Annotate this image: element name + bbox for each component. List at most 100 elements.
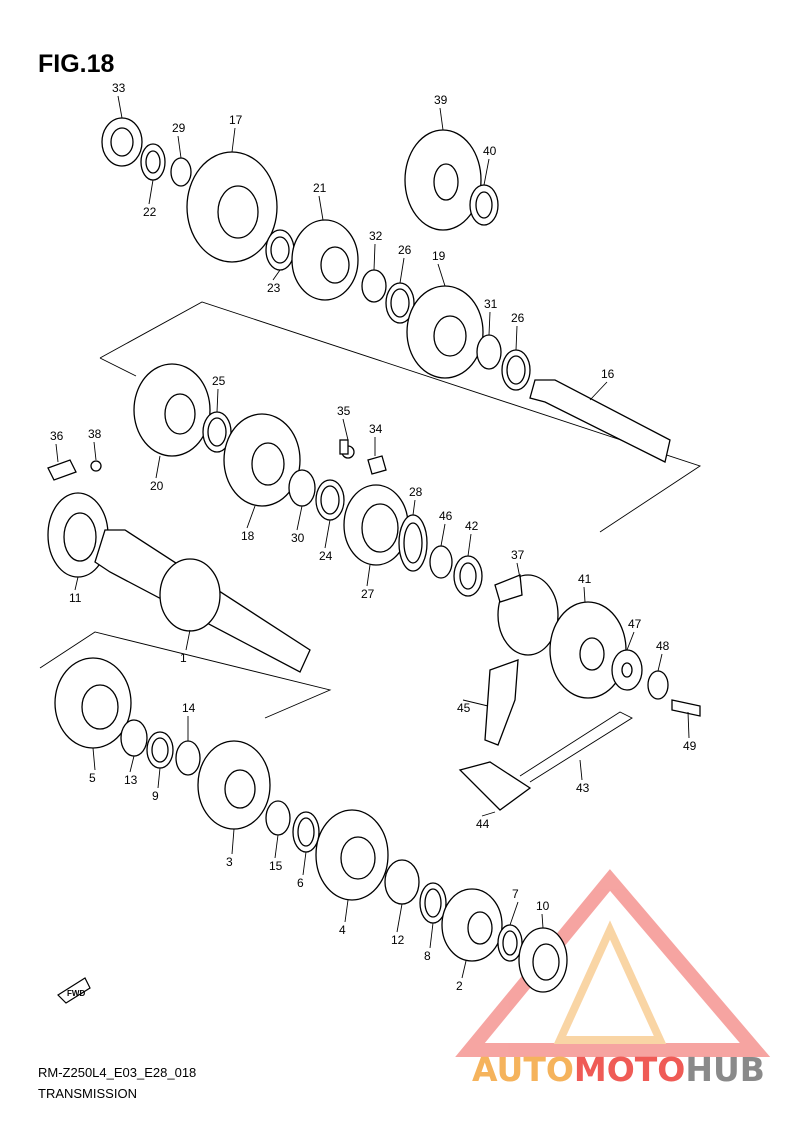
callout-number: 22: [143, 205, 157, 219]
callout-number: 20: [150, 479, 164, 493]
leader-line: [481, 811, 496, 817]
callout-number: 23: [267, 281, 281, 295]
callout-number: 32: [369, 229, 383, 243]
leader-line: [55, 443, 59, 463]
leader-line: [488, 311, 491, 336]
footer-code: RM-Z250L4_E03_E28_018: [38, 1065, 197, 1080]
callout-number: 25: [212, 374, 226, 388]
leader-line: [342, 418, 349, 441]
watermark-part2: MOTO: [573, 1050, 686, 1089]
leader-line: [461, 960, 467, 979]
callout-number: 43: [576, 781, 590, 795]
upper-shaft-box: [99, 301, 702, 533]
leader-line: [509, 901, 519, 926]
footer-name: TRANSMISSION: [38, 1086, 137, 1101]
callout-number: 18: [241, 529, 255, 543]
callout-number: 49: [683, 739, 697, 753]
callout-number: 16: [601, 367, 615, 381]
leader-line: [429, 922, 434, 949]
callout-number: 5: [89, 771, 96, 785]
callout-number: 14: [182, 701, 196, 715]
leader-line: [92, 747, 96, 771]
leader-line: [412, 499, 416, 516]
callout-number: 33: [112, 81, 126, 95]
leader-line: [657, 653, 663, 672]
callout-number: 40: [483, 144, 497, 158]
callout-number: 48: [656, 639, 670, 653]
leader-line: [231, 828, 235, 855]
leader-line: [516, 562, 521, 579]
callout-number: 26: [398, 243, 412, 257]
callout-number: 1: [180, 651, 187, 665]
callout-number: 10: [536, 899, 550, 913]
leader-line: [231, 127, 236, 153]
leader-line: [344, 899, 349, 923]
callout-number: 27: [361, 587, 375, 601]
figure-title: FIG.18: [38, 50, 115, 78]
leader-line: [440, 523, 446, 547]
leader-line: [583, 586, 586, 603]
leader-line: [579, 759, 583, 781]
leader-line: [324, 519, 331, 549]
callout-number: 42: [465, 519, 479, 533]
leader-line: [462, 699, 489, 707]
callout-number: 38: [88, 427, 102, 441]
watermark-part1: AUTO: [472, 1050, 574, 1089]
callout-number: 47: [628, 617, 642, 631]
leader-line: [74, 576, 79, 591]
callout-number: 4: [339, 923, 346, 937]
leader-line: [177, 135, 182, 159]
callout-number: 6: [297, 876, 304, 890]
callout-number: 2: [456, 979, 463, 993]
leader-line: [157, 767, 161, 789]
leader-line: [439, 107, 444, 131]
callout-number: 29: [172, 121, 186, 135]
watermark-triangle: [455, 869, 771, 1057]
leader-line: [274, 834, 279, 859]
callout-number: 24: [319, 549, 333, 563]
callout-number: 44: [476, 817, 490, 831]
leader-line: [93, 441, 97, 461]
leader-line: [148, 179, 154, 205]
leader-line: [467, 533, 472, 557]
callout-number: 39: [434, 93, 448, 107]
leader-line: [185, 629, 191, 651]
leader-line: [437, 263, 446, 287]
leader-line: [515, 325, 518, 351]
callout-number: 9: [152, 789, 159, 803]
leader-line: [483, 158, 490, 186]
callout-number: 26: [511, 311, 525, 325]
leader-line: [318, 195, 324, 221]
callout-number: 21: [313, 181, 327, 195]
callout-number: 11: [69, 591, 82, 605]
watermark-part3: HUB: [685, 1050, 765, 1089]
leader-line: [216, 388, 219, 413]
leader-line: [302, 851, 307, 876]
leader-line: [117, 95, 123, 119]
leader-line: [296, 505, 303, 531]
callout-number: 35: [337, 404, 351, 418]
parts: [47, 117, 701, 993]
callout-number: 37: [511, 548, 525, 562]
callout-number: 31: [484, 297, 498, 311]
callout-number: 45: [457, 701, 471, 715]
leader-line: [687, 711, 690, 739]
callout-number: 30: [291, 531, 305, 545]
callout-number: 41: [578, 572, 592, 586]
callout-number: 15: [269, 859, 283, 873]
callout-number: 17: [229, 113, 243, 127]
callout-number: 19: [432, 249, 446, 263]
leader-line: [272, 269, 281, 281]
callout-number: 28: [409, 485, 423, 499]
leader-line: [373, 243, 376, 271]
leader-line: [366, 564, 371, 587]
callout-number: 46: [439, 509, 453, 523]
leader-line: [129, 755, 135, 773]
callout-number: 36: [50, 429, 64, 443]
callout-number: 13: [124, 773, 138, 787]
leader-line: [246, 505, 256, 529]
leader-line: [399, 257, 405, 284]
fwd-label: FWD: [67, 989, 85, 998]
